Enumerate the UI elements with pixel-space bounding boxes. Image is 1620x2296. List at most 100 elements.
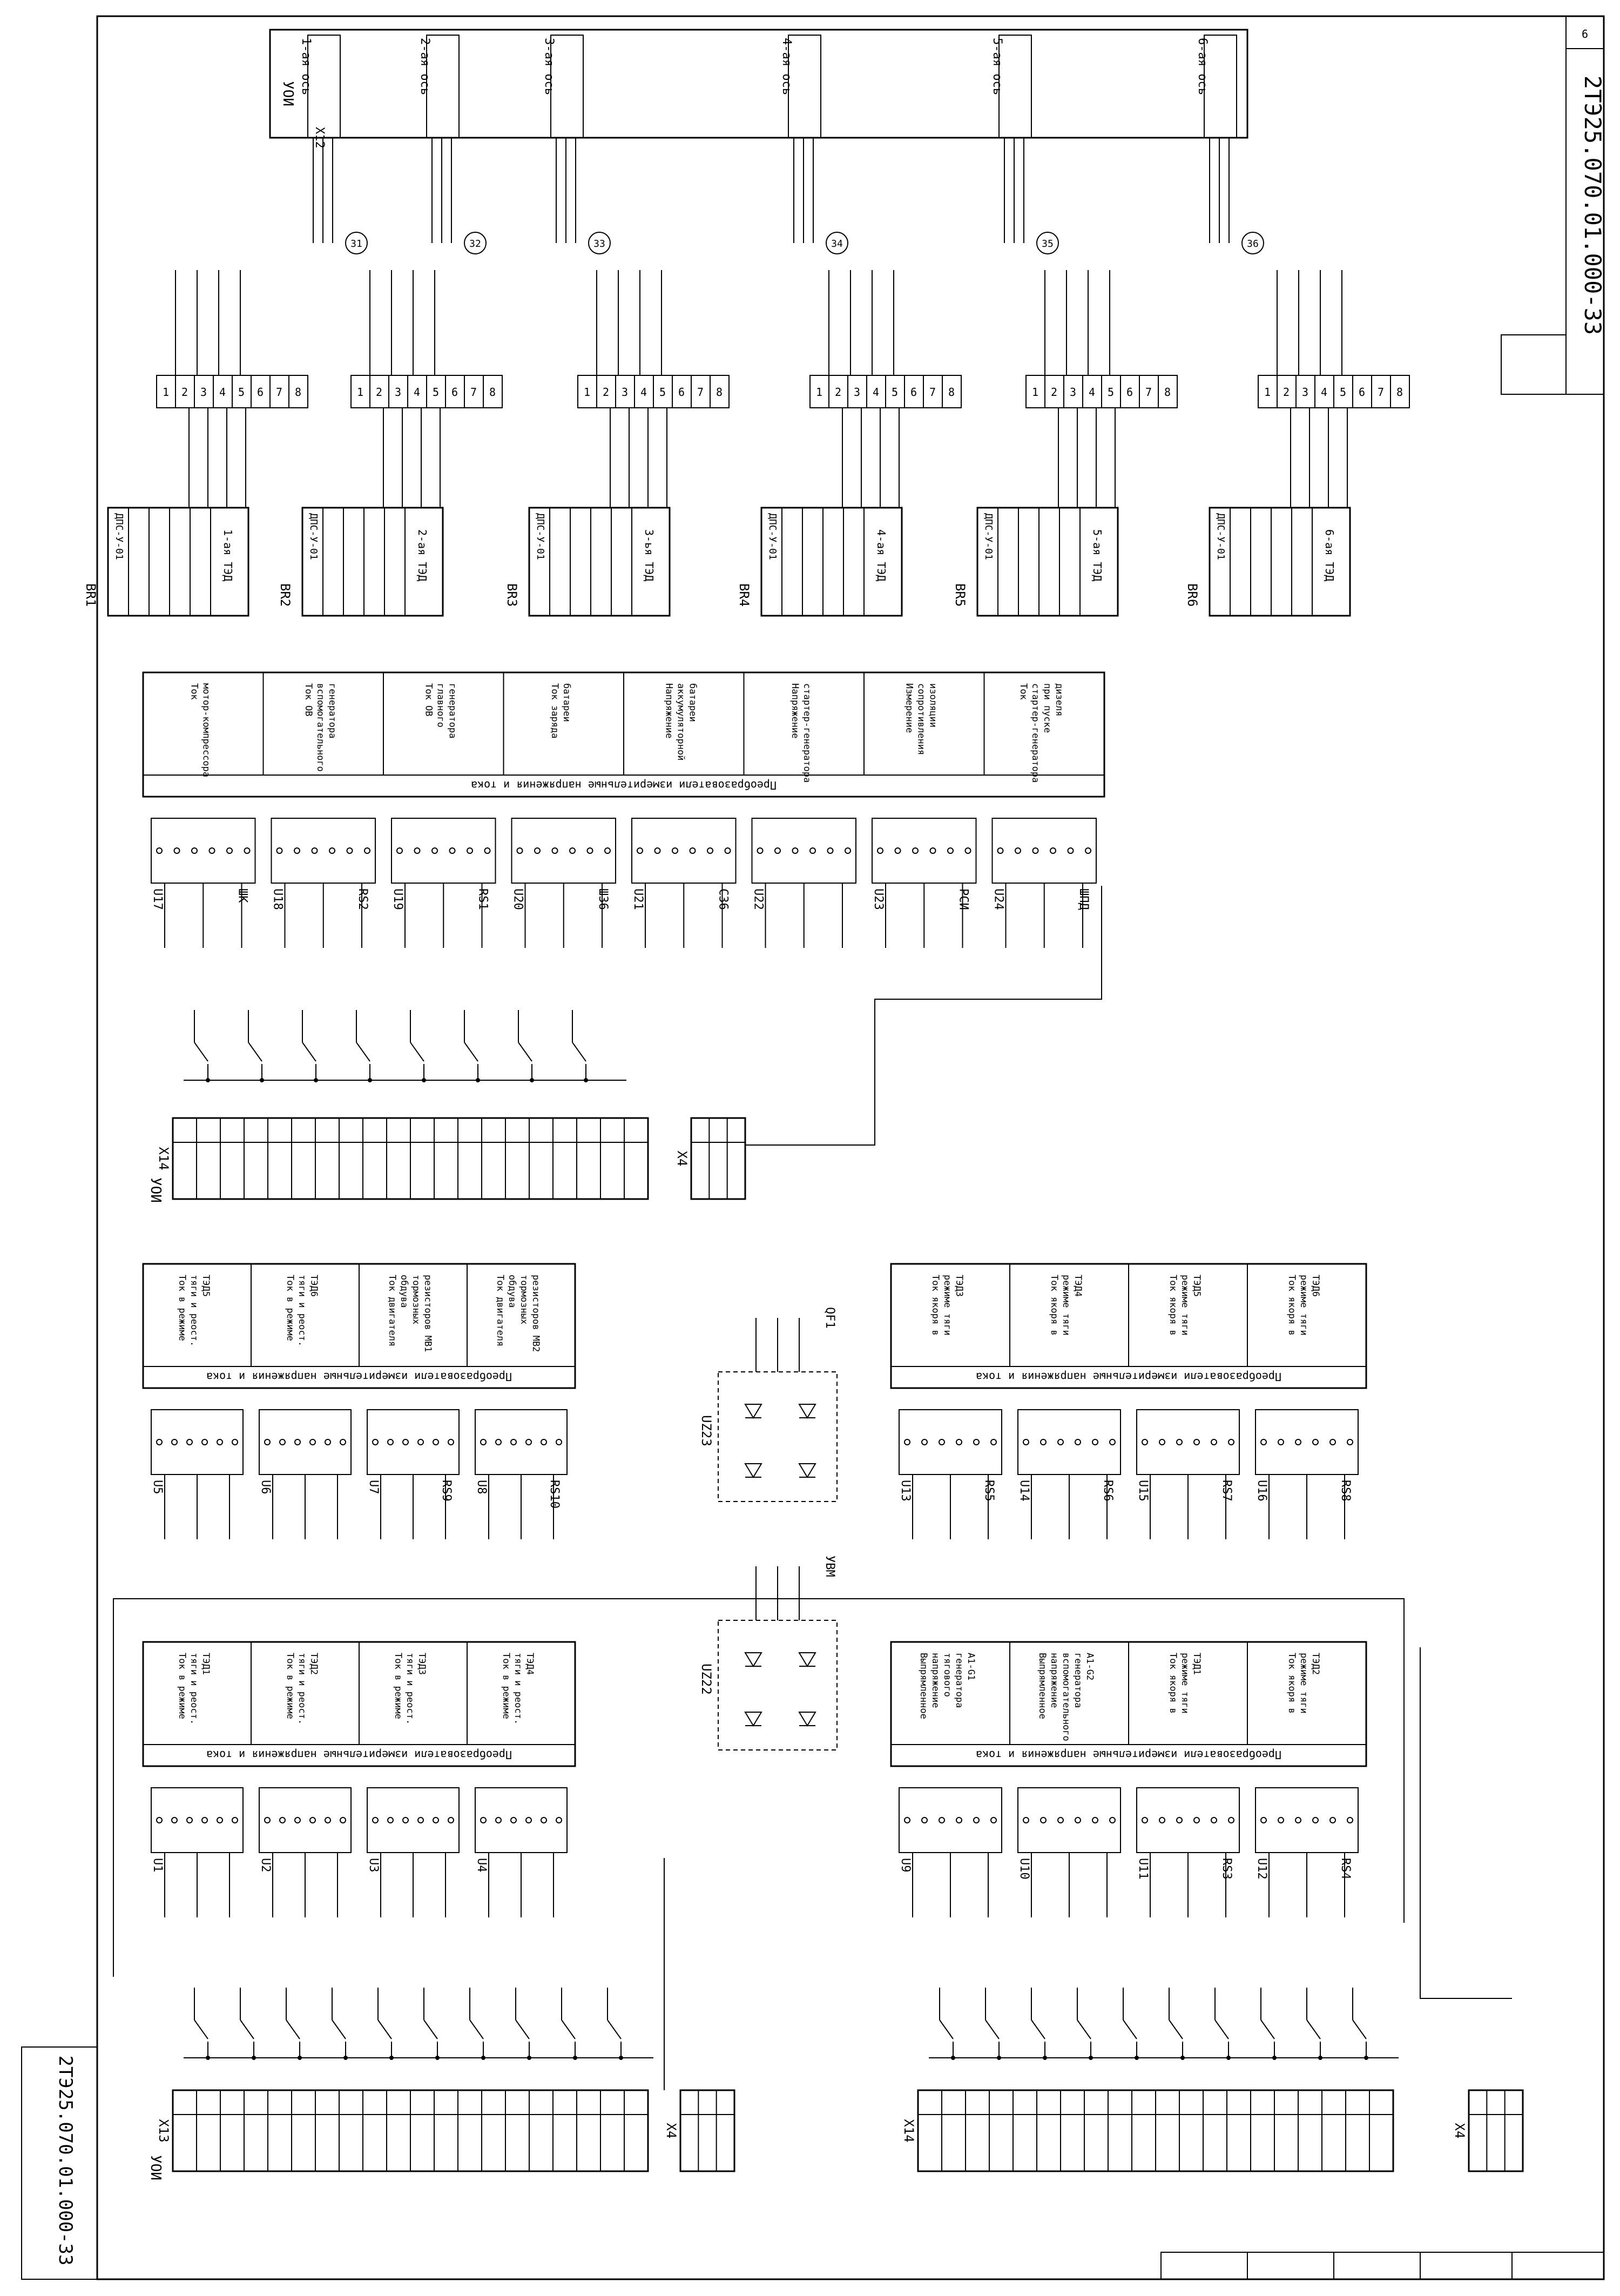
- panel-cell-text: мотор-компрессора: [200, 683, 211, 777]
- panel-cell-text: генератора: [1072, 1653, 1083, 1708]
- switch-contact: [410, 1042, 424, 1062]
- panel2-group: Преобразователи измерительные напряжения…: [142, 1263, 576, 1539]
- pin-number: 5: [238, 386, 245, 399]
- panel-header: Преобразователи измерительные напряжения…: [976, 1748, 1281, 1761]
- panel-cell-text: ТЭД6: [1310, 1275, 1321, 1297]
- module-terminal: [774, 847, 781, 854]
- junction-dot: [389, 2056, 394, 2060]
- pin-cell: [288, 375, 308, 408]
- converter-module: [899, 1787, 1002, 1853]
- module-terminal: [1278, 1817, 1284, 1823]
- module-terminal: [1278, 1439, 1284, 1445]
- junction-dot: [1364, 2056, 1368, 2060]
- module-terminal: [672, 847, 678, 854]
- pin-number: 2: [835, 386, 841, 399]
- title-block: 2ТЭ25.070.01.000-33 6: [1501, 16, 1606, 395]
- module-terminal: [294, 1439, 301, 1445]
- converter-unit-ref: U11: [1136, 1858, 1150, 1880]
- axis-marker-number: 36: [1247, 238, 1259, 250]
- converter-label: ШК: [236, 888, 249, 903]
- panel-cell-text: Напряжение: [789, 683, 800, 738]
- module-terminal: [467, 847, 473, 854]
- module-terminal: [1109, 1817, 1116, 1823]
- sensor-ref: BR3: [504, 583, 519, 607]
- panel-cell-text: А1-G1: [966, 1653, 976, 1680]
- x4-right-connector-label: X4: [1452, 2123, 1467, 2139]
- module-terminal: [956, 1817, 962, 1823]
- module-terminal: [1067, 847, 1074, 854]
- converter-unit-ref: U2: [259, 1858, 272, 1873]
- module-terminal: [534, 847, 541, 854]
- axis-label: 1-ая ось: [299, 38, 313, 95]
- module-terminal: [1211, 1439, 1217, 1445]
- converter-module: [259, 1409, 352, 1475]
- module-terminal: [990, 1817, 997, 1823]
- pin-number: 3: [200, 386, 207, 399]
- module-terminal: [387, 1439, 394, 1445]
- bridge-label: QF1: [823, 1307, 836, 1329]
- module-terminal: [264, 1439, 271, 1445]
- panel-cell-text: Ток якоря в: [1286, 1653, 1297, 1714]
- module-terminal: [1040, 1817, 1047, 1823]
- junction-dot: [252, 2056, 256, 2060]
- axis-label: 6-ая ось: [1196, 38, 1209, 95]
- module-terminal: [156, 1817, 163, 1823]
- module-terminal: [894, 847, 901, 854]
- switch-contact: [572, 1042, 586, 1062]
- converter-unit-ref: U22: [752, 888, 765, 910]
- module-terminal: [1109, 1439, 1116, 1445]
- sensor-box: [301, 507, 444, 617]
- converter-module: [151, 818, 256, 884]
- converter-unit-ref: U16: [1255, 1480, 1268, 1502]
- converter-unit-ref: U6: [259, 1480, 272, 1494]
- pin-number: 8: [489, 386, 496, 399]
- switch-row: [184, 1988, 653, 2060]
- pin-number: 5: [892, 386, 898, 399]
- module-terminal: [724, 847, 731, 854]
- panel-cell-text: режиме тяги: [1179, 1275, 1190, 1336]
- module-terminal: [372, 1439, 379, 1445]
- converter-module: [899, 1409, 1002, 1475]
- interconnect-wire: [1420, 1647, 1512, 1999]
- junction-dot: [951, 2056, 955, 2060]
- x14-bottom-connector: X14: [901, 2089, 1394, 2172]
- converter-label: RS1: [476, 888, 490, 910]
- module-terminal: [417, 1817, 424, 1823]
- module-terminal: [1211, 1817, 1217, 1823]
- junction-dot: [1318, 2056, 1322, 2060]
- module-terminal: [707, 847, 713, 854]
- converter-unit-ref: U3: [367, 1858, 380, 1873]
- junction-dot: [527, 2056, 531, 2060]
- pin-number: 5: [433, 386, 439, 399]
- converter-label: РСИ: [957, 888, 970, 910]
- pin-number: 8: [716, 386, 723, 399]
- pin-number: 8: [1396, 386, 1403, 399]
- converter-label: RS8: [1339, 1480, 1352, 1502]
- pin-number: 1: [816, 386, 822, 399]
- panel-cell-text: Ток якоря в: [930, 1275, 941, 1336]
- panel-cell-text: при пуске: [1042, 683, 1052, 733]
- module-terminal: [208, 847, 215, 854]
- axis-marker-circle: [1036, 232, 1059, 254]
- panel-cell-text: Выпрямленное: [1037, 1653, 1048, 1719]
- pin-number: 2: [1051, 386, 1057, 399]
- converter-module: [511, 818, 616, 884]
- module-terminal: [325, 1439, 331, 1445]
- junction-dot: [1089, 2056, 1093, 2060]
- panel-cell-text: тяги и реост.: [188, 1653, 199, 1725]
- junction-dot: [997, 2056, 1001, 2060]
- pin-number: 8: [1164, 386, 1171, 399]
- panel-cell-text: Ток якоря в: [1286, 1275, 1297, 1336]
- switch-contact: [356, 1042, 370, 1062]
- pin-number: 2: [1283, 386, 1290, 399]
- sensor-ref: BR1: [83, 583, 98, 607]
- sensor-ref: BR4: [737, 583, 752, 607]
- switch-contact: [240, 2019, 254, 2039]
- switch-contact: [377, 2019, 392, 2039]
- x4-top-connector-box: [690, 1117, 746, 1200]
- converter-module: [475, 1787, 568, 1853]
- panel-cell-text: режиме тяги: [1298, 1653, 1309, 1714]
